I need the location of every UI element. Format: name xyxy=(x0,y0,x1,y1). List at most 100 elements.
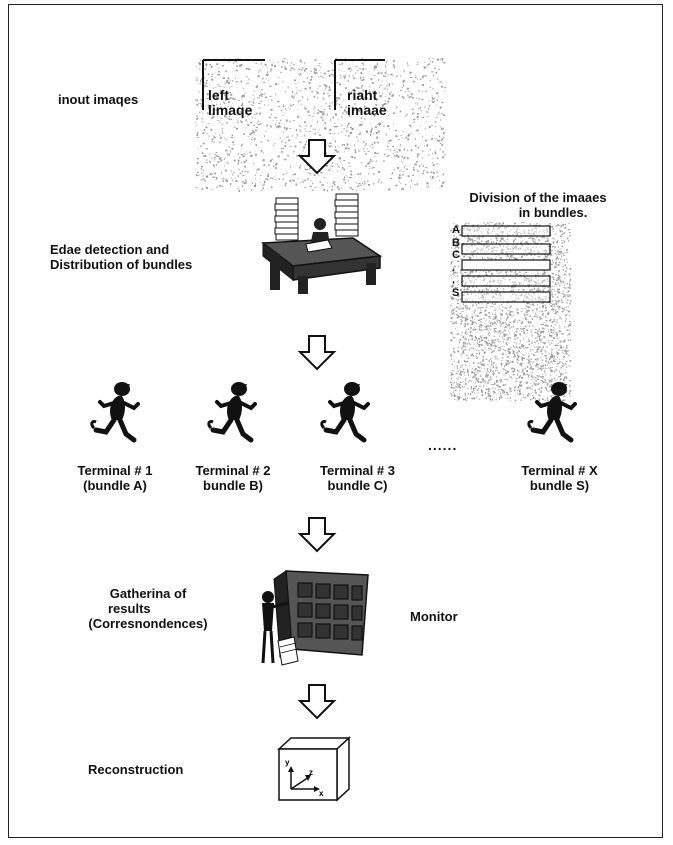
noise-dot xyxy=(473,375,475,378)
noise-dot xyxy=(265,177,267,180)
noise-dot xyxy=(439,142,442,145)
noise-dot xyxy=(563,295,566,297)
noise-dot xyxy=(496,380,498,383)
noise-dot xyxy=(242,185,244,188)
noise-dot xyxy=(297,73,299,74)
noise-dot xyxy=(564,363,567,365)
noise-dot xyxy=(464,317,466,319)
noise-dot xyxy=(555,263,557,266)
noise-dot xyxy=(211,157,213,159)
noise-dot xyxy=(360,184,363,186)
noise-dot xyxy=(521,345,523,347)
noise-dot xyxy=(451,310,453,312)
noise-dot xyxy=(196,158,199,160)
noise-dot xyxy=(426,111,429,113)
noise-dot xyxy=(459,393,460,395)
noise-dot xyxy=(375,160,377,162)
noise-dot xyxy=(569,314,571,317)
noise-dot xyxy=(477,342,479,345)
noise-dot xyxy=(463,255,466,258)
noise-dot xyxy=(428,126,431,128)
noise-dot xyxy=(254,114,256,115)
noise-dot xyxy=(202,132,204,135)
noise-dot xyxy=(513,239,515,242)
noise-dot xyxy=(546,364,548,366)
noise-dot xyxy=(204,83,207,85)
noise-dot xyxy=(357,140,359,142)
noise-dot xyxy=(289,167,291,169)
noise-dot xyxy=(546,361,548,363)
noise-dot xyxy=(237,159,240,162)
noise-dot xyxy=(500,362,503,365)
noise-dot xyxy=(490,325,492,327)
noise-dot xyxy=(457,332,459,335)
noise-dot xyxy=(518,289,520,291)
noise-dot xyxy=(539,337,540,340)
noise-dot xyxy=(469,270,472,273)
noise-dot xyxy=(467,381,469,383)
noise-dot xyxy=(495,233,498,235)
noise-dot xyxy=(221,123,224,125)
noise-dot xyxy=(243,87,245,89)
noise-dot xyxy=(350,174,352,176)
noise-dot xyxy=(256,171,257,173)
noise-dot xyxy=(560,346,563,349)
noise-dot xyxy=(557,251,559,254)
noise-dot xyxy=(535,297,536,299)
noise-dot xyxy=(553,304,555,305)
noise-dot xyxy=(521,364,523,366)
noise-dot xyxy=(523,397,525,399)
noise-dot xyxy=(538,296,540,298)
noise-dot xyxy=(517,297,519,300)
noise-dot xyxy=(485,273,488,276)
noise-dot xyxy=(291,95,294,98)
noise-dot xyxy=(196,117,199,120)
noise-dot xyxy=(211,116,214,119)
noise-dot xyxy=(454,393,455,396)
noise-dot xyxy=(472,228,475,230)
noise-dot xyxy=(514,332,515,335)
noise-dot xyxy=(442,59,443,61)
noise-dot xyxy=(268,85,270,87)
noise-dot xyxy=(456,306,458,308)
noise-dot xyxy=(475,328,478,330)
noise-dot xyxy=(195,79,198,81)
noise-dot xyxy=(500,250,502,252)
noise-dot xyxy=(480,318,483,320)
noise-dot xyxy=(249,133,252,136)
noise-dot xyxy=(521,331,523,332)
noise-dot xyxy=(552,295,554,298)
noise-dot xyxy=(456,281,459,283)
noise-dot xyxy=(217,156,220,157)
noise-dot xyxy=(468,236,470,239)
noise-dot xyxy=(557,240,559,241)
noise-dot xyxy=(421,98,424,101)
noise-dot xyxy=(555,261,557,264)
noise-dot xyxy=(483,363,485,365)
monitor-label: Monitor xyxy=(410,609,458,624)
noise-dot xyxy=(516,273,518,274)
noise-dot xyxy=(471,336,473,338)
noise-dot xyxy=(474,244,476,246)
noise-dot xyxy=(531,376,534,378)
noise-dot xyxy=(535,365,537,367)
noise-dot xyxy=(501,230,504,233)
noise-dot xyxy=(467,356,469,359)
noise-dot xyxy=(558,330,560,333)
noise-dot xyxy=(474,314,476,316)
noise-dot xyxy=(444,90,446,92)
noise-dot xyxy=(467,274,469,276)
noise-dot xyxy=(533,304,535,306)
noise-dot xyxy=(283,126,286,129)
noise-dot xyxy=(257,169,260,170)
noise-dot xyxy=(415,138,416,140)
noise-dot xyxy=(488,316,489,318)
noise-dot xyxy=(566,249,568,251)
noise-dot xyxy=(527,393,530,395)
noise-dot xyxy=(318,64,320,67)
noise-dot xyxy=(464,396,466,398)
noise-dot xyxy=(473,398,475,400)
noise-dot xyxy=(558,376,560,378)
noise-dot xyxy=(480,276,482,278)
noise-dot xyxy=(492,346,494,347)
